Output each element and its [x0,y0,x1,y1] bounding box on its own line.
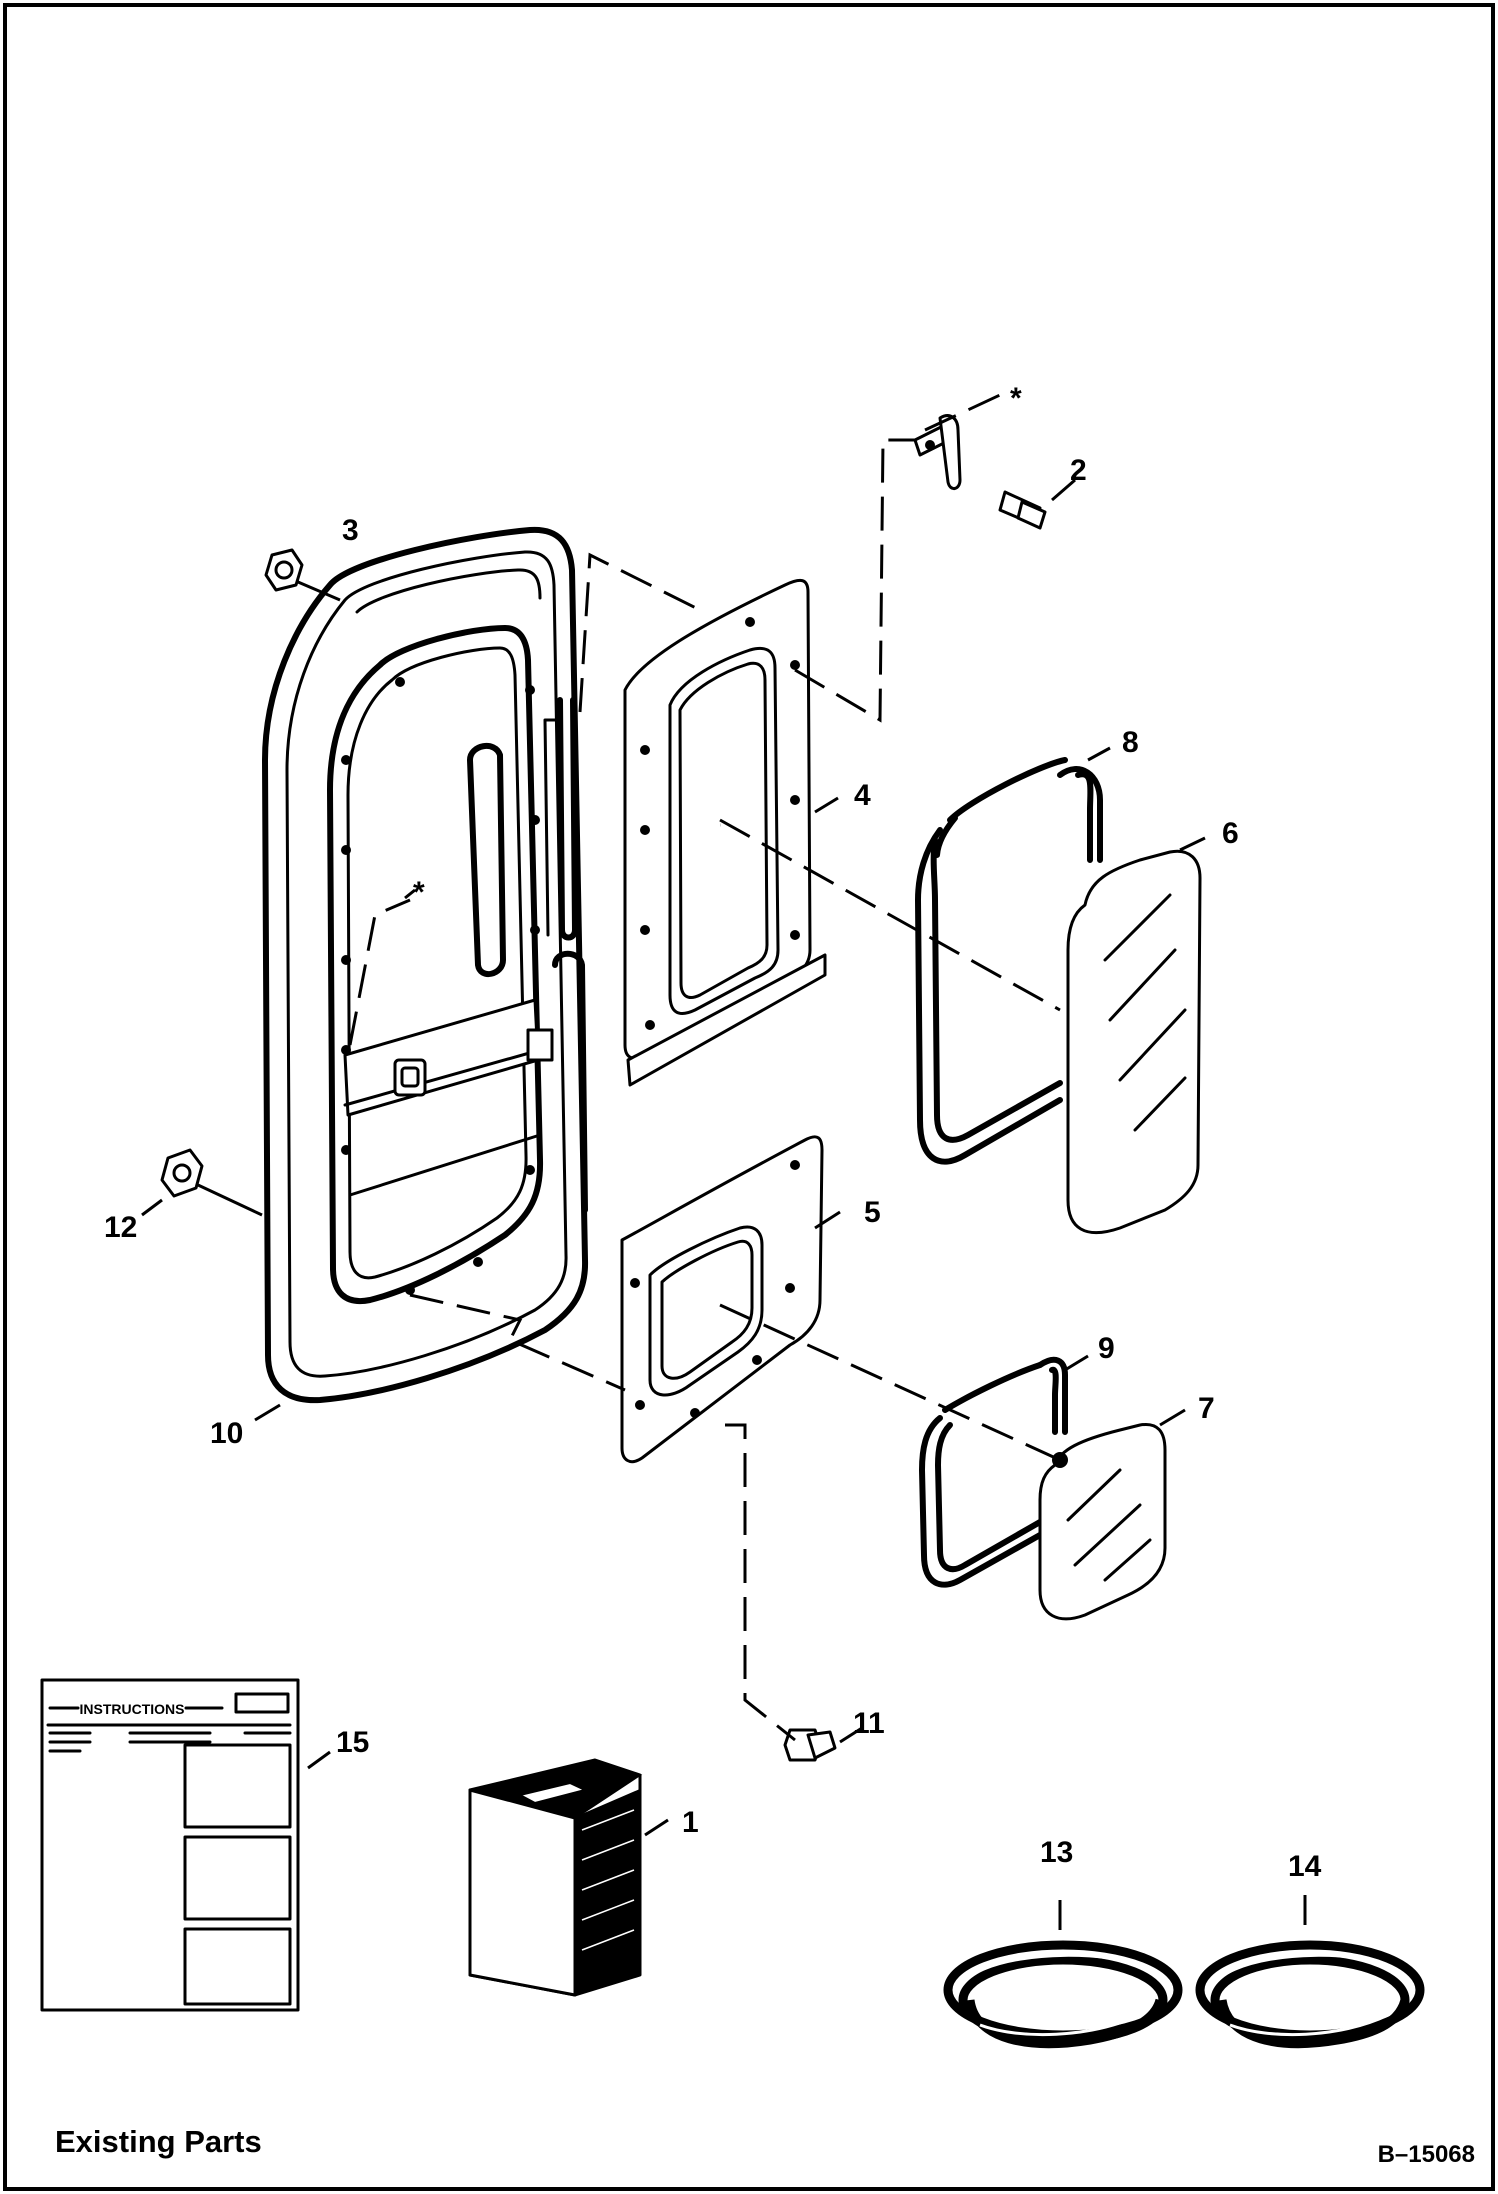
part-1-box [468,1758,669,1997]
callout-12: 12 [104,1211,137,1244]
callout-5: 5 [864,1196,881,1229]
part-12-nut [160,1148,263,1217]
callout-4: 4 [854,779,871,812]
callout-3: 3 [342,514,359,547]
part-8-upper-window-seal [915,757,1103,1165]
part-6-upper-glass [1066,849,1202,1235]
marker-star-upper: * [1010,382,1022,415]
alignment-lines [348,393,1061,1742]
part-15-instruction-sheet: INSTRUCTIONS [40,1678,331,2012]
part-10-door-frame [262,526,589,1404]
instruction-sheet-heading: INSTRUCTIONS [80,1701,185,1717]
existing-parts-label: Existing Parts [55,2124,262,2159]
part-2-bracket-and-bolt [913,414,1076,530]
callout-1: 1 [682,1806,699,1839]
part-14-coiled-seal [1195,1895,1425,2049]
part-13-coiled-seal [943,1900,1183,2049]
part-5-lower-window-plate [620,1135,824,1464]
part-9-lower-window-seal [919,1356,1068,1588]
callout-8: 8 [1122,726,1139,759]
part-7-lower-glass [1038,1422,1167,1621]
callout-2: 2 [1070,454,1087,487]
callout-15: 15 [336,1726,369,1759]
drawing-border [3,3,1495,2191]
callout-6: 6 [1222,817,1239,850]
drawing-number: B–15068 [1378,2141,1475,2168]
callout-7: 7 [1198,1392,1215,1425]
marker-star-door: * [413,876,425,909]
callout-9: 9 [1098,1332,1115,1365]
part-11-bolt [783,1726,863,1762]
callout-leaders [141,746,1206,1427]
part-4-upper-window-plate [623,578,827,1087]
callout-10: 10 [210,1417,243,1450]
callout-14: 14 [1288,1850,1322,1883]
callout-11: 11 [853,1707,885,1740]
callout-13: 13 [1040,1836,1073,1869]
part-3-nut [264,548,341,602]
